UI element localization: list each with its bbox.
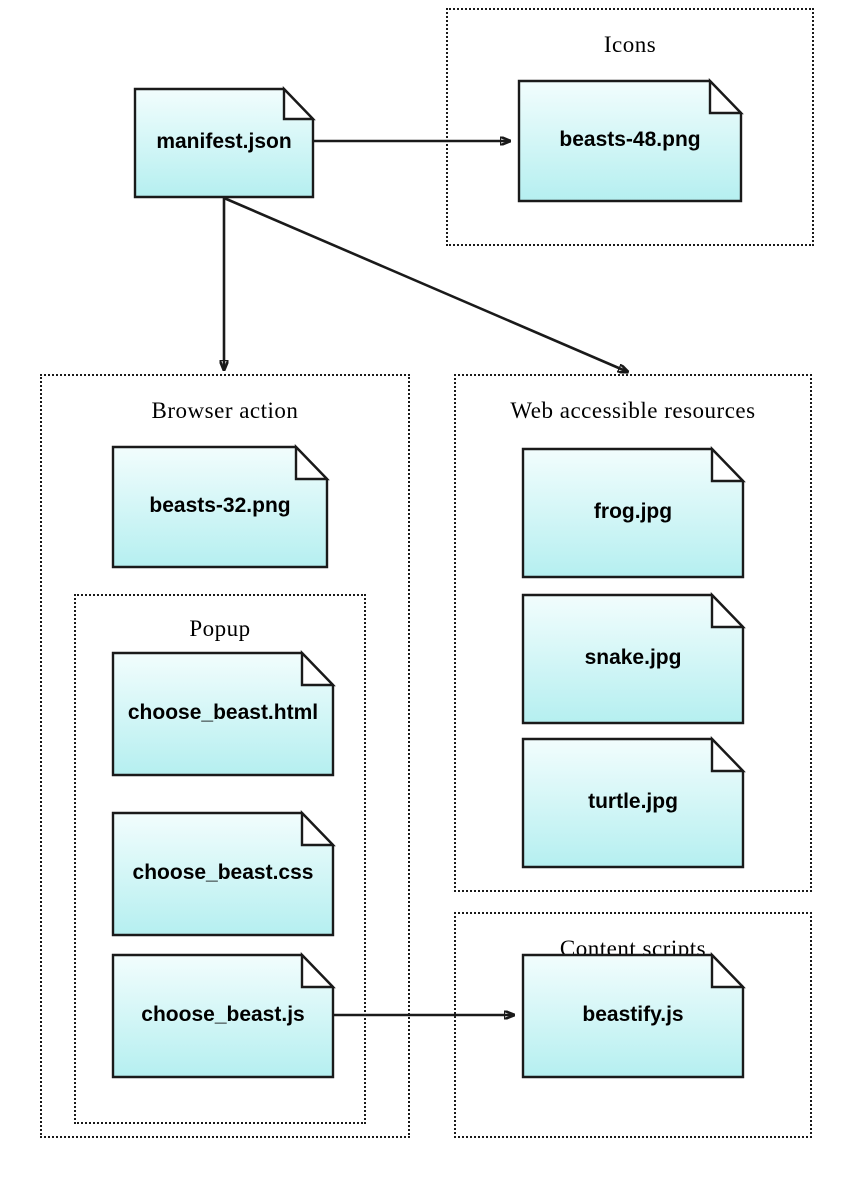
- file-node-shape: [521, 592, 746, 725]
- file-node-choose_js[interactable]: choose_beast.js: [111, 952, 336, 1079]
- file-node-beasts32[interactable]: beasts-32.png: [111, 444, 330, 569]
- group-label-popup: Popup: [189, 616, 251, 641]
- file-node-beasts48[interactable]: beasts-48.png: [517, 78, 744, 203]
- file-node-beastify[interactable]: beastify.js: [521, 952, 746, 1079]
- file-node-manifest[interactable]: manifest.json: [133, 86, 316, 199]
- file-node-body: [111, 953, 335, 1079]
- file-node-shape: [111, 952, 336, 1079]
- group-label-browser_action: Browser action: [151, 398, 299, 423]
- file-node-folded-corner: [294, 444, 330, 481]
- file-node-frog[interactable]: frog.jpg: [521, 446, 746, 579]
- file-node-shape: [111, 810, 336, 937]
- group-box-browser_action: Browser action: [40, 374, 410, 1138]
- file-node-folded-corner: [708, 78, 744, 115]
- file-node-body: [521, 737, 745, 869]
- file-node-shape: [111, 650, 336, 777]
- file-node-shape: [133, 86, 316, 199]
- group-label-war: Web accessible resources: [510, 398, 756, 423]
- file-node-choose_css[interactable]: choose_beast.css: [111, 810, 336, 937]
- file-node-shape: [111, 444, 330, 569]
- file-node-folded-corner: [710, 952, 746, 989]
- file-node-shape: [521, 952, 746, 1079]
- file-node-body: [517, 79, 743, 203]
- file-node-folded-corner: [300, 952, 336, 989]
- file-node-body: [521, 593, 745, 725]
- file-node-choose_html[interactable]: choose_beast.html: [111, 650, 336, 777]
- group-box-popup: Popup: [74, 594, 366, 1124]
- file-node-folded-corner: [710, 592, 746, 629]
- file-node-body: [111, 651, 335, 777]
- file-node-folded-corner: [300, 650, 336, 687]
- file-node-body: [521, 953, 745, 1079]
- file-node-turtle[interactable]: turtle.jpg: [521, 736, 746, 869]
- file-node-body: [111, 811, 335, 937]
- file-node-folded-corner: [300, 810, 336, 847]
- file-node-shape: [521, 446, 746, 579]
- file-node-shape: [521, 736, 746, 869]
- group-label-icons: Icons: [603, 32, 657, 57]
- group-box-war: Web accessible resources: [454, 374, 812, 892]
- file-node-shape: [517, 78, 744, 203]
- file-node-body: [521, 447, 745, 579]
- group-box-icons: Icons: [446, 8, 814, 246]
- file-node-body: [111, 445, 329, 569]
- file-node-folded-corner: [710, 446, 746, 483]
- file-node-body: [133, 87, 315, 199]
- file-node-snake[interactable]: snake.jpg: [521, 592, 746, 725]
- file-node-folded-corner: [282, 86, 316, 121]
- file-node-folded-corner: [710, 736, 746, 773]
